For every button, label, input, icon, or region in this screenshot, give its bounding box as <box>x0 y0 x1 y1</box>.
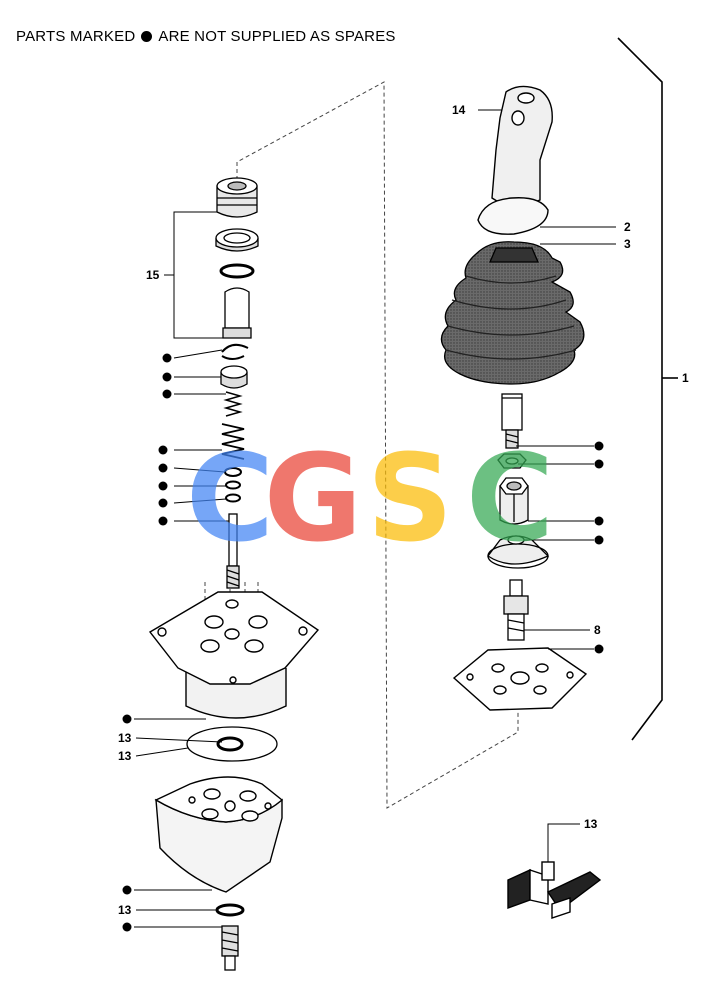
bullet-icon <box>122 714 132 724</box>
bullet-icon <box>594 459 604 469</box>
bullet-icon <box>158 516 168 526</box>
coupling-nut-part <box>499 477 529 525</box>
leader-lines <box>134 109 616 928</box>
bullet-icon <box>158 445 168 455</box>
plunger-part <box>222 287 252 339</box>
top-cap-part <box>216 177 258 218</box>
small-washer-part <box>225 480 241 490</box>
lower-body-part <box>154 776 284 893</box>
callout-13: 13 <box>584 817 598 831</box>
callout-13: 13 <box>118 749 132 763</box>
watermark-letter: C <box>466 430 554 569</box>
inset-tool-part <box>507 861 602 919</box>
rubber-boot-part <box>440 241 585 385</box>
bullet-icon <box>122 885 132 895</box>
cone-washer-part <box>487 535 550 569</box>
callout-1: 1 <box>682 371 689 385</box>
push-rod-part <box>226 513 240 589</box>
spares-note: PARTS MARKED ARE NOT SUPPLIED AS SPARES <box>16 28 396 45</box>
watermark-letter: G <box>264 430 363 569</box>
callout-numbers: 14 2 3 1 15 8 13 13 13 13 <box>118 103 689 917</box>
bullet-icon <box>162 353 172 363</box>
bracket-item-15 <box>164 211 224 339</box>
callout-14: 14 <box>452 103 466 117</box>
assembly-dashed-line <box>204 81 519 809</box>
spares-note-suffix: ARE NOT SUPPLIED AS SPARES <box>158 28 396 45</box>
gasket-part <box>186 726 278 762</box>
bracket-item-1 <box>617 37 678 741</box>
bullet-icon <box>162 389 172 399</box>
bullet-icon <box>122 922 132 932</box>
large-spring-part <box>221 423 245 460</box>
bottom-fitting-part <box>221 925 239 971</box>
bullet-icon <box>594 535 604 545</box>
bullet-icon <box>594 516 604 526</box>
callout-2: 2 <box>624 220 631 234</box>
bullet-icon <box>158 481 168 491</box>
joystick-handle-part <box>477 85 553 235</box>
callout-15: 15 <box>146 268 160 282</box>
small-spring-part <box>223 391 243 417</box>
cgsc-watermark: C G S C <box>186 430 554 569</box>
callout-13: 13 <box>118 731 132 745</box>
bullet-icon <box>594 441 604 451</box>
circlip-part <box>221 343 249 360</box>
upper-housing-part <box>148 591 320 719</box>
callout-8: 8 <box>594 623 601 637</box>
threaded-stud-part <box>501 393 523 449</box>
not-supplied-markers <box>122 353 604 932</box>
universal-joint-part <box>503 579 529 641</box>
base-plate-part <box>452 647 588 711</box>
small-washer-part <box>225 493 241 503</box>
callout-13: 13 <box>118 903 132 917</box>
bullet-icon <box>158 498 168 508</box>
spares-note-prefix: PARTS MARKED <box>16 28 136 45</box>
o-ring-part <box>219 263 255 279</box>
spring-seat-part <box>220 365 248 389</box>
watermark-letter: C <box>186 430 274 569</box>
watermark-letter: S <box>367 430 453 569</box>
bullet-icon <box>162 372 172 382</box>
bullet-icon <box>141 31 153 42</box>
small-o-ring-part <box>215 903 245 917</box>
callout-3: 3 <box>624 237 631 251</box>
bullet-icon <box>594 644 604 654</box>
bullet-icon <box>158 463 168 473</box>
washer-part <box>215 228 259 252</box>
